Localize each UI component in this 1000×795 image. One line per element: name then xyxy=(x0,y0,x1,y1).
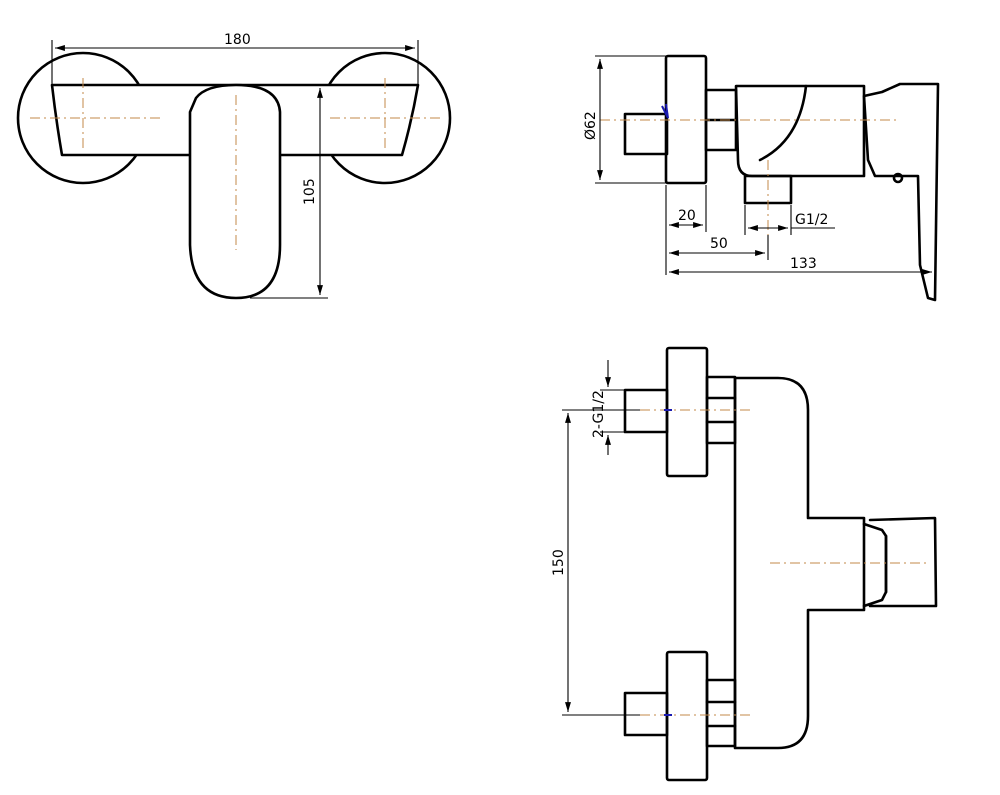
upper-inlet-pipe xyxy=(623,388,669,434)
upper-rosette-front xyxy=(665,346,709,478)
inlet-pipe-side xyxy=(623,112,669,156)
front-view: 2-G1/2 150 xyxy=(551,346,938,782)
valve-body-front xyxy=(733,376,866,750)
lever-front xyxy=(862,516,938,608)
lever-side xyxy=(862,82,940,302)
lower-nut xyxy=(705,678,737,748)
dim-180-label: 180 xyxy=(224,32,251,48)
lower-rosette-front xyxy=(665,650,709,782)
valve-body-side xyxy=(734,84,866,178)
dim-105-label: 105 xyxy=(302,178,318,205)
dim-2g12-label: 2-G1/2 xyxy=(591,390,607,438)
dim-d62-label: Ø62 xyxy=(583,111,599,140)
lower-inlet-pipe xyxy=(623,691,669,737)
top-view: 180 105 xyxy=(16,32,452,300)
handle-lever-top xyxy=(188,83,282,300)
dim-g12-label: G1/2 xyxy=(795,212,828,228)
dim-50-label: 50 xyxy=(710,236,728,252)
dim-150-label: 150 xyxy=(551,549,567,576)
side-view: Ø62 20 G1/2 50 133 xyxy=(583,54,940,302)
dim-20-label: 20 xyxy=(678,208,696,224)
dim-133-label: 133 xyxy=(790,256,817,272)
